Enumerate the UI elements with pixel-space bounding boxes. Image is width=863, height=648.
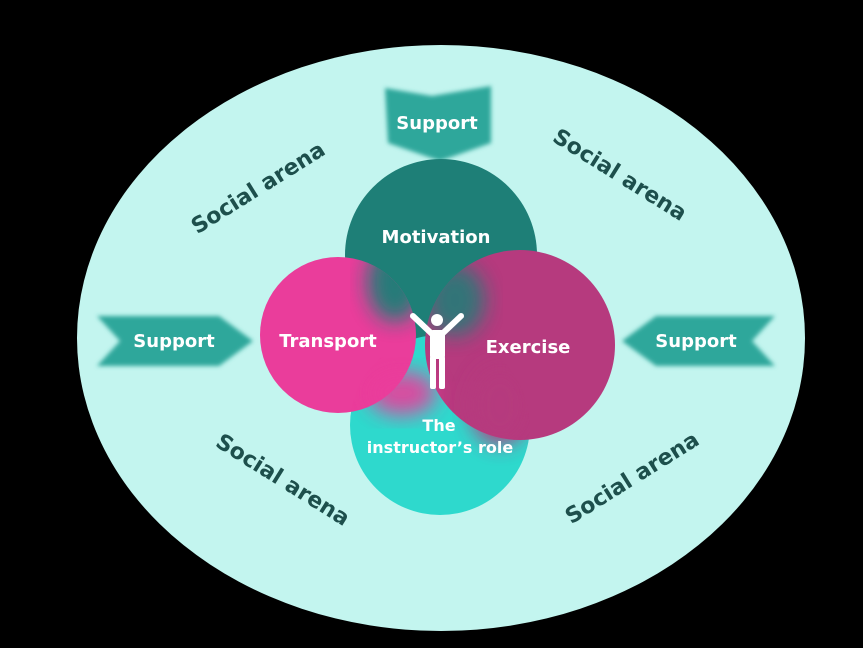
support-banner-left-label: Support (133, 331, 215, 352)
exercise-label: Exercise (486, 337, 571, 358)
support-banner-right-label: Support (655, 331, 737, 352)
support-banner-right: Support (622, 316, 775, 366)
support-banner-top: Support (385, 86, 491, 161)
instructor-label-line1: The (422, 416, 455, 435)
core-circles (260, 159, 615, 515)
person-arms-raised-icon (410, 313, 464, 389)
support-banner-top-label: Support (396, 113, 478, 134)
support-banner-left: Support (97, 316, 253, 366)
instructor-label-line2: instructor’s role (367, 438, 514, 457)
transport-label: Transport (279, 331, 377, 352)
motivation-label: Motivation (382, 227, 491, 248)
